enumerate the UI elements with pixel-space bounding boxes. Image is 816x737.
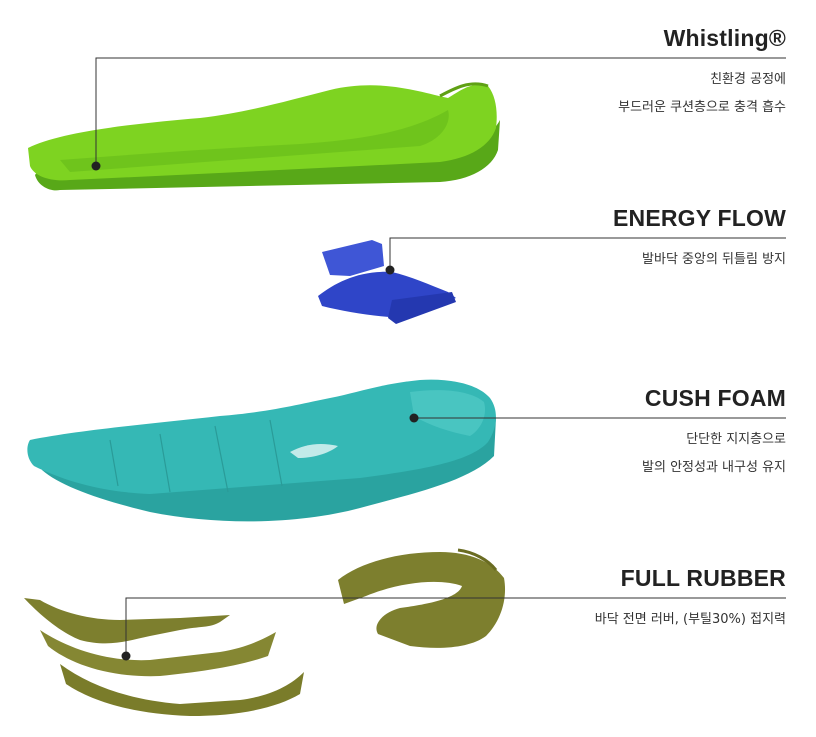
leader-dot-energy-flow bbox=[385, 265, 395, 275]
description-line: 친환경 공정에 bbox=[710, 72, 786, 87]
layer-title-whistling: Whistling® bbox=[663, 25, 786, 51]
leader-line-energy-flow bbox=[389, 237, 786, 270]
energy-flow-plate-wing bbox=[388, 292, 456, 324]
layer-description-cush-foam: 단단한 지지층으로 발의 안정성과 내구성 유지 bbox=[642, 426, 786, 482]
layer-title-full-rubber: FULL RUBBER bbox=[620, 565, 786, 591]
whistling-insole-shadow bbox=[60, 110, 449, 172]
description-line: 바닥 전면 러버, (부틸30%) 접지력 bbox=[594, 612, 786, 627]
layer-description-full-rubber: 바닥 전면 러버, (부틸30%) 접지력 bbox=[595, 606, 786, 634]
whistling-insole-rim bbox=[439, 82, 489, 98]
cush-foam-layer bbox=[27, 379, 496, 522]
leader-lines bbox=[91, 57, 786, 661]
leader-line-full-rubber bbox=[125, 597, 786, 656]
layer-description-energy-flow: 발바닥 중앙의 뒤틀림 방지 bbox=[642, 246, 786, 274]
layer-title-cush-foam: CUSH FOAM bbox=[644, 385, 786, 411]
full-rubber-layer bbox=[24, 548, 506, 716]
cush-foam-groove bbox=[290, 444, 338, 458]
layer-title-energy-flow: ENERGY FLOW bbox=[612, 205, 786, 231]
layer-description-whistling: 친환경 공정에 부드러운 쿠션층으로 충격 흡수 bbox=[618, 66, 786, 122]
description-line: 발의 안정성과 내구성 유지 bbox=[642, 460, 786, 475]
full-rubber-strip-upper bbox=[40, 630, 276, 677]
description-line: 부드러운 쿠션층으로 충격 흡수 bbox=[618, 100, 786, 115]
leader-dot-whistling bbox=[91, 161, 101, 171]
description-line: 단단한 지지층으로 bbox=[686, 432, 786, 447]
full-rubber-heel bbox=[338, 552, 506, 648]
full-rubber-heel-edge bbox=[457, 548, 498, 571]
whistling-insole-layer bbox=[28, 82, 500, 191]
cush-foam-heel-cup bbox=[410, 390, 486, 436]
leader-line-whistling bbox=[95, 57, 786, 166]
leader-dot-cush-foam bbox=[409, 413, 419, 423]
description-line: 발바닥 중앙의 뒤틀림 방지 bbox=[642, 252, 786, 267]
full-rubber-forefoot-left bbox=[24, 598, 230, 644]
energy-flow-plate-upright bbox=[322, 240, 384, 276]
full-rubber-strip-lower bbox=[60, 664, 304, 716]
cush-foam-side bbox=[42, 418, 496, 522]
cush-foam-segments bbox=[109, 419, 283, 493]
cush-foam-top bbox=[27, 379, 496, 494]
leader-dot-full-rubber bbox=[121, 651, 131, 661]
energy-flow-layer bbox=[318, 240, 456, 324]
